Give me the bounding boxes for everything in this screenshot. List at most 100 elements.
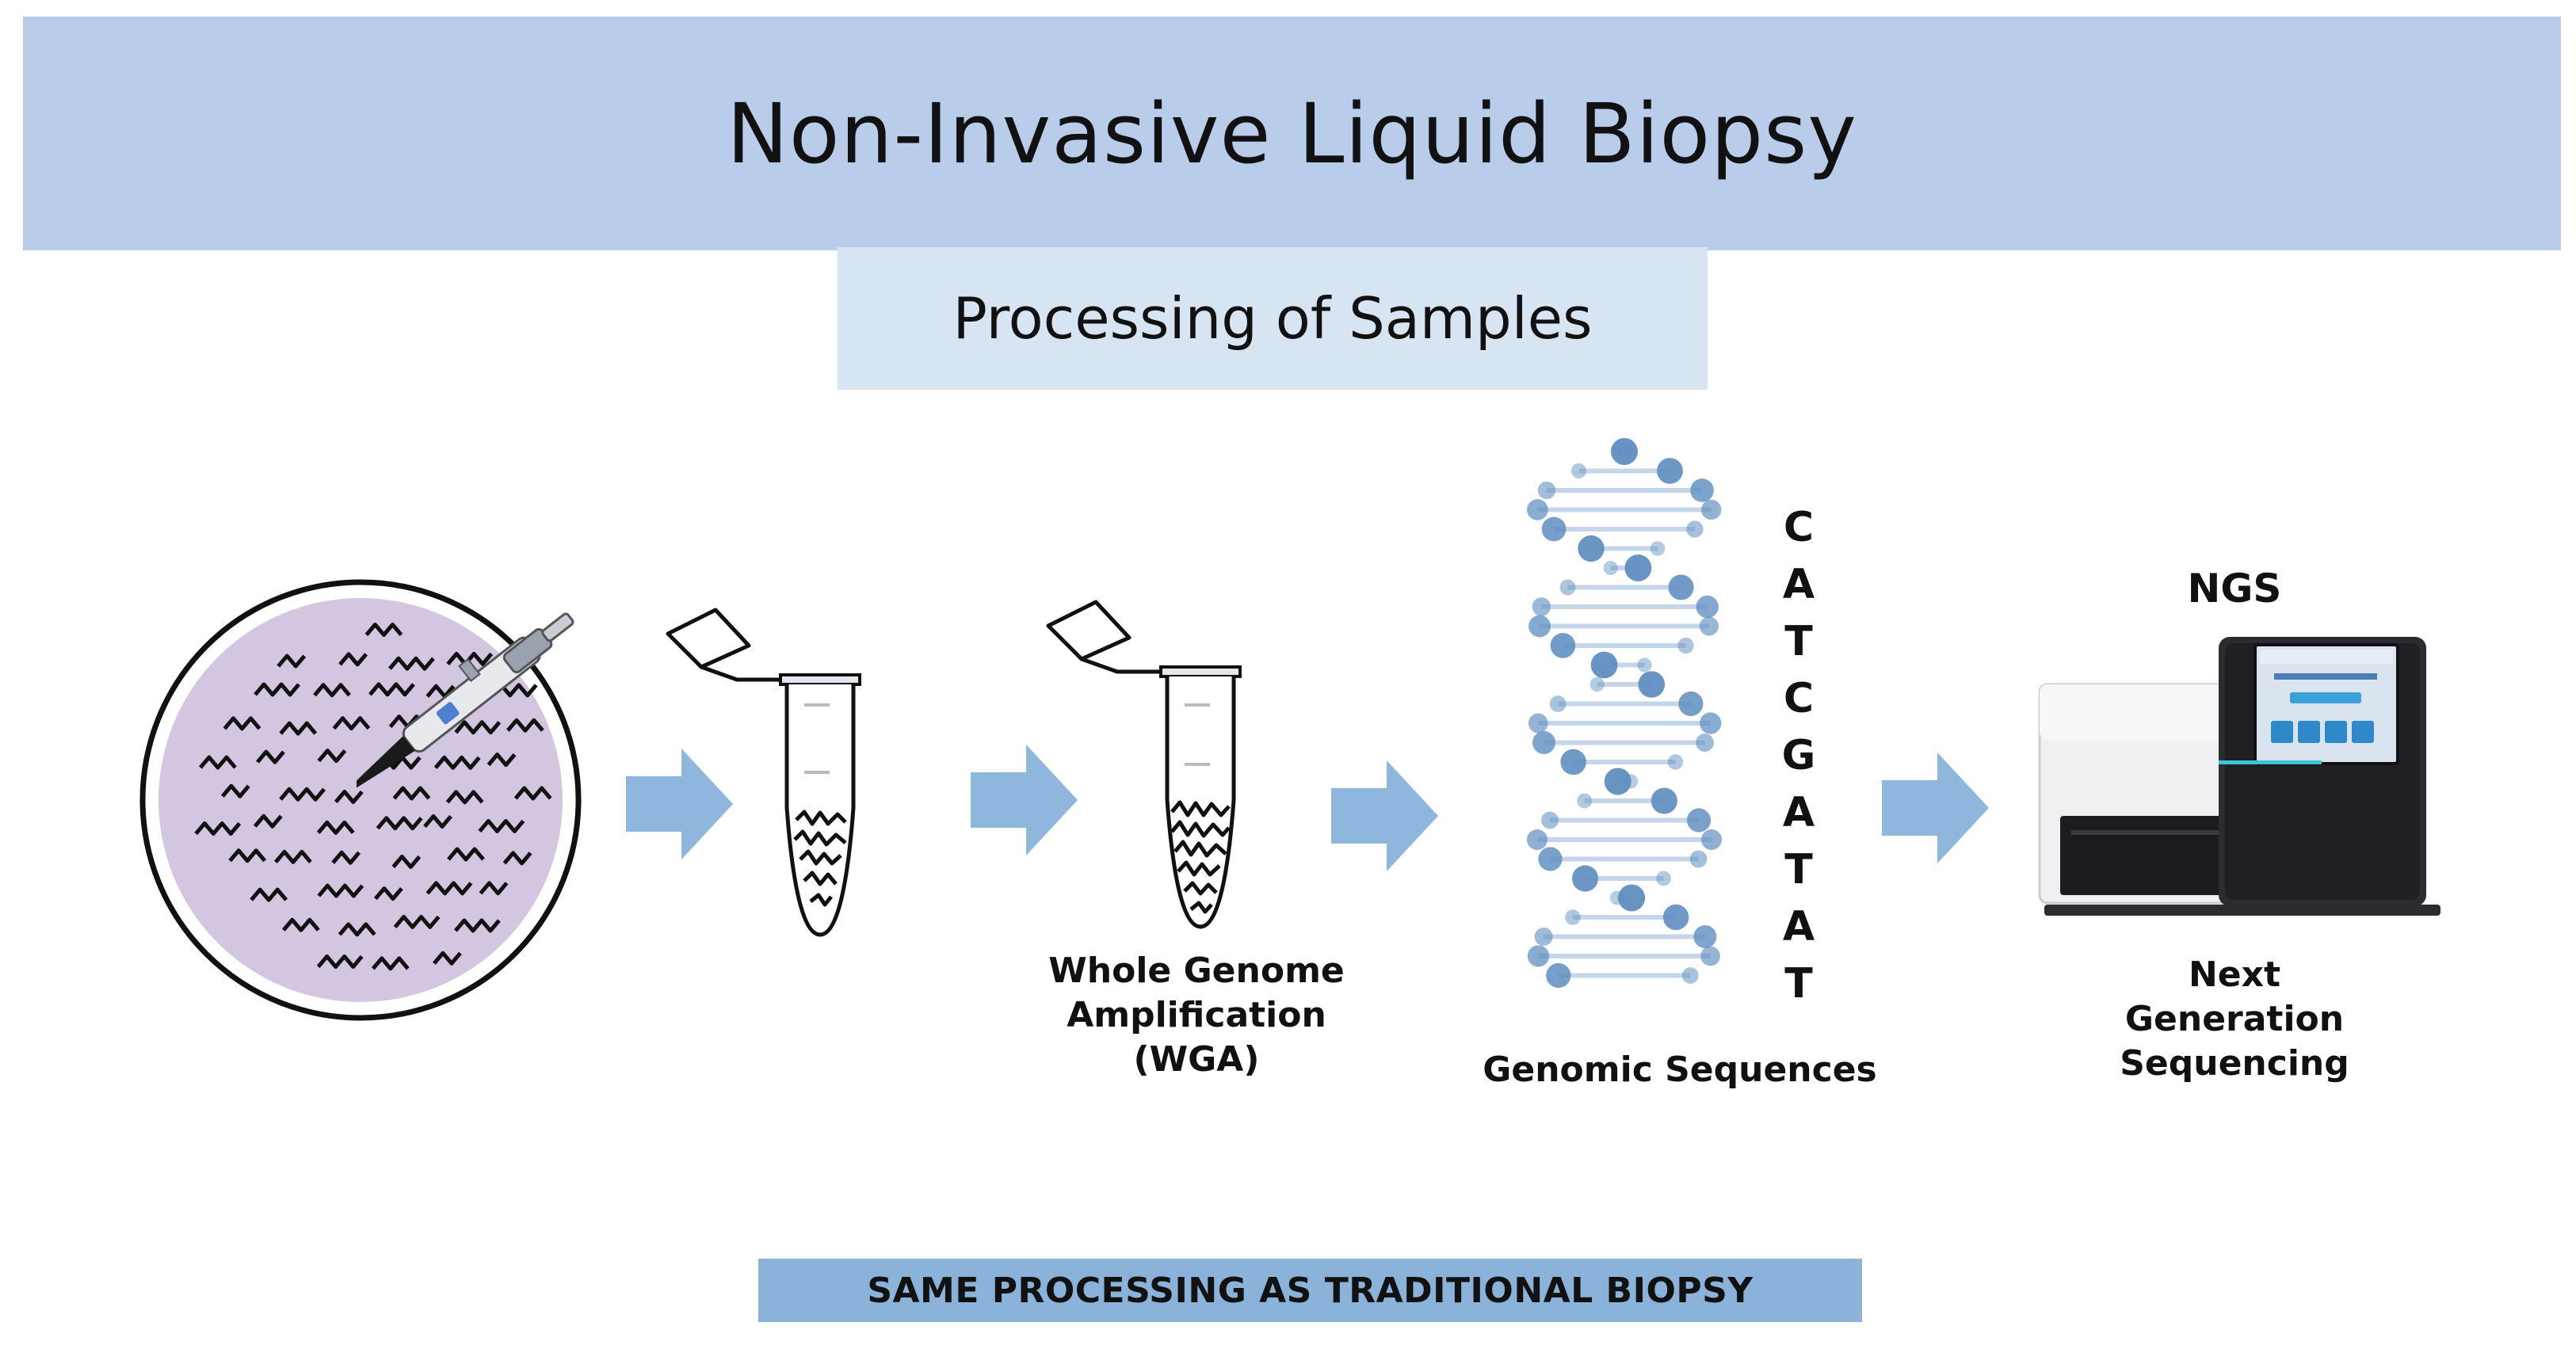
pipette-icon [357,612,574,794]
helix-node [1700,499,1722,520]
helix-node [1609,890,1624,905]
dna-fragment-mark [316,954,364,969]
sequence-letter: C [1783,675,1815,722]
helix-node [1570,463,1587,479]
helix-node [1559,579,1576,596]
helix-node [1578,535,1605,562]
dna-fragment-mark [274,849,312,864]
helix-node [1617,444,1631,459]
helix-node [1656,871,1671,886]
ngs-heading: NGS [2187,566,2282,612]
helix-node [1624,554,1652,581]
ngs-label: Next Generation Sequencing [2092,953,2377,1086]
helix-node [1690,478,1714,502]
sequence-letter: T [1784,618,1813,665]
dna-fragment-mark [478,818,525,833]
dna-fragment-mark [513,786,552,801]
helix-node [1527,945,1550,967]
dna-fragment-mark [313,683,351,698]
helix-node [1667,754,1684,770]
dna-fragment-mark [364,623,403,638]
sequence-letter: G [1781,732,1816,779]
helix-node [1571,865,1599,892]
dna-fragment-mark [393,914,441,929]
sequence-letter: A [1782,903,1815,951]
helix-node [1537,481,1556,500]
dna-fragment-mark [332,716,371,731]
wga-tube-icon [1046,600,1242,929]
dna-fragment-mark [445,790,484,805]
dna-fragment-mark [426,881,473,896]
footer-bar: SAME PROCESSING AS TRADITIONAL BIOPSY [758,1259,1862,1322]
dna-fragment-mark [279,787,326,802]
helix-node [1678,691,1704,717]
ngs-label-line: Sequencing [2120,1043,2349,1084]
arrow-right-icon [626,749,733,859]
helix-node [1589,676,1605,692]
dna-fragment-mark [433,951,462,966]
sequencer-machine-icon [2038,637,2441,916]
helix-node [1546,962,1571,989]
dna-fragment-mark [373,886,403,901]
sequence-letters: C A T C G A T A T [1767,499,1830,1012]
helix-node [1538,847,1563,871]
dna-fragment-mark [371,956,410,971]
helix-node [1650,541,1666,556]
helix-node [1700,946,1720,966]
dna-fragment-mark [502,851,532,866]
helix-node [1603,560,1618,576]
helix-node [1677,637,1694,654]
wga-label-line: (WGA) [1133,1039,1260,1080]
sample-tube-icon [666,608,861,937]
helix-node [1565,909,1581,925]
dna-fragment-mark [281,917,320,932]
helix-node [1696,733,1714,752]
wga-label-line: Amplification [1067,995,1326,1035]
dna-fragment-mark [228,848,267,863]
dna-fragment-mark [423,813,452,829]
sequence-letter: A [1782,561,1815,608]
helix-node [1689,850,1708,868]
ngs-label-line: Next [2188,954,2281,995]
dna-fragment-mark [376,816,423,831]
dna-fragment-mark [392,786,431,801]
dna-fragment-mark [255,749,285,764]
helix-node [1541,516,1567,542]
helix-node [1696,595,1719,619]
helix-node [1618,884,1646,912]
helix-node [1638,671,1666,698]
helix-node [1686,808,1712,833]
dna-fragment-mark [317,749,347,764]
wga-label: Whole Genome Amplification (WGA) [990,949,1402,1082]
helix-node [1699,616,1719,636]
sequence-letter: T [1784,846,1813,893]
dna-fragment-mark [331,850,361,865]
helix-node [1651,787,1677,814]
sequence-letter: A [1782,789,1815,836]
subtitle-banner: Processing of Samples [838,247,1708,390]
footer-note: SAME PROCESSING AS TRADITIONAL BIOPSY [867,1270,1754,1311]
helix-node [1532,597,1551,616]
helix-node [1560,749,1586,775]
dna-fragment-mark [316,820,355,835]
helix-node [1657,458,1683,484]
arrow-right-icon [971,745,1078,855]
page-subtitle: Processing of Samples [952,285,1593,352]
dna-fragment-mark [426,684,456,699]
helix-node [1693,924,1717,949]
sequence-letter: C [1783,504,1815,551]
dna-fragment-mark [277,653,307,669]
wga-label-line: Whole Genome [1048,951,1345,991]
helix-node [1550,633,1576,658]
helix-node [1590,651,1618,679]
page-title: Non-Invasive Liquid Biopsy [727,85,1857,182]
dna-helix-icon [1526,438,1722,989]
helix-node [1637,657,1652,672]
helix-node [1604,768,1631,795]
dna-fragment-mark [479,881,509,896]
dna-fragment-mark [447,847,485,862]
dna-fragment-mark [279,721,318,736]
dna-fragment-mark [253,813,283,829]
helix-node [1541,811,1559,829]
dna-fragment-mark [368,682,415,697]
